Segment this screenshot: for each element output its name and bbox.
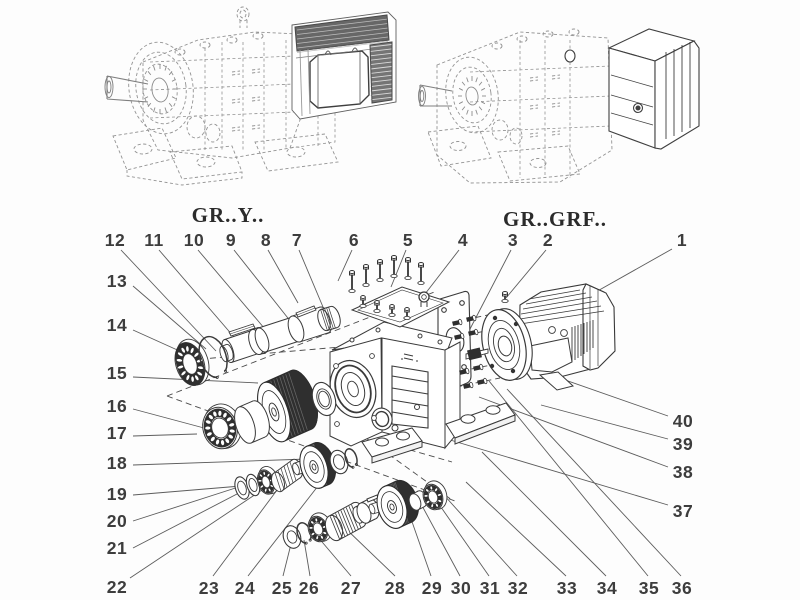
svg-text:GR..Y..: GR..Y.. xyxy=(192,203,265,227)
svg-text:8: 8 xyxy=(261,230,271,250)
svg-text:27: 27 xyxy=(341,578,361,598)
svg-text:30: 30 xyxy=(451,578,471,598)
svg-text:3: 3 xyxy=(508,230,518,250)
svg-text:37: 37 xyxy=(673,501,693,521)
svg-text:21: 21 xyxy=(107,538,127,558)
svg-text:18: 18 xyxy=(107,453,127,473)
svg-text:GR..GRF..: GR..GRF.. xyxy=(503,207,607,231)
svg-text:24: 24 xyxy=(235,578,255,598)
svg-text:13: 13 xyxy=(107,271,127,291)
svg-text:9: 9 xyxy=(226,230,236,250)
svg-text:34: 34 xyxy=(597,578,617,598)
svg-text:4: 4 xyxy=(458,230,468,250)
svg-text:33: 33 xyxy=(557,578,577,598)
svg-text:39: 39 xyxy=(673,434,693,454)
svg-text:22: 22 xyxy=(107,577,127,597)
svg-text:15: 15 xyxy=(107,363,127,383)
svg-text:29: 29 xyxy=(422,578,442,598)
svg-text:26: 26 xyxy=(299,578,319,598)
svg-text:5: 5 xyxy=(403,230,413,250)
svg-text:10: 10 xyxy=(184,230,204,250)
svg-text:31: 31 xyxy=(480,578,500,598)
svg-text:7: 7 xyxy=(292,230,302,250)
svg-text:11: 11 xyxy=(144,230,164,250)
svg-text:17: 17 xyxy=(107,423,127,443)
svg-text:36: 36 xyxy=(672,578,692,598)
svg-text:38: 38 xyxy=(673,462,693,482)
svg-text:20: 20 xyxy=(107,511,127,531)
svg-text:14: 14 xyxy=(107,315,127,335)
svg-text:35: 35 xyxy=(639,578,659,598)
svg-text:1: 1 xyxy=(677,230,687,250)
svg-text:12: 12 xyxy=(105,230,125,250)
svg-text:40: 40 xyxy=(673,411,693,431)
svg-text:32: 32 xyxy=(508,578,528,598)
svg-text:19: 19 xyxy=(107,484,127,504)
svg-text:25: 25 xyxy=(272,578,292,598)
svg-text:16: 16 xyxy=(107,396,127,416)
svg-text:23: 23 xyxy=(199,578,219,598)
svg-text:28: 28 xyxy=(385,578,405,598)
svg-text:6: 6 xyxy=(349,230,359,250)
svg-text:2: 2 xyxy=(543,230,553,250)
